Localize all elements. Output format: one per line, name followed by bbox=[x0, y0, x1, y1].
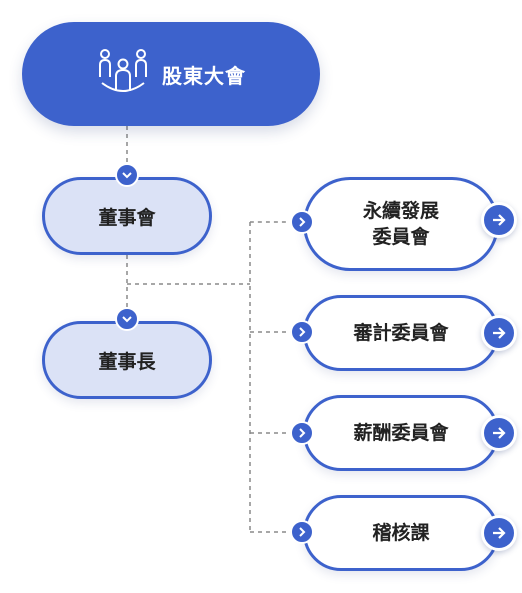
audit-committee-node[interactable]: 審計委員會 bbox=[303, 295, 499, 371]
internal-audit-label: 稽核課 bbox=[372, 522, 430, 544]
board-label: 董事會 bbox=[98, 206, 156, 229]
chevron-right-icon bbox=[290, 421, 314, 445]
audit-committee-label: 審計委員會 bbox=[353, 322, 449, 344]
arrow-right-icon[interactable] bbox=[481, 415, 517, 451]
remuneration-committee-node[interactable]: 薪酬委員會 bbox=[303, 395, 499, 471]
chevron-right-icon bbox=[290, 520, 314, 544]
board-node[interactable]: 董事會 bbox=[42, 177, 212, 255]
arrow-right-icon[interactable] bbox=[481, 315, 517, 351]
sustainability-label-line2: 委員會 bbox=[372, 226, 430, 248]
chairman-node[interactable]: 董事長 bbox=[42, 321, 212, 399]
internal-audit-node[interactable]: 稽核課 bbox=[303, 495, 499, 571]
shareholders-meeting-label: 股東大會 bbox=[162, 63, 246, 88]
people-group-icon bbox=[96, 47, 150, 101]
chevron-down-icon bbox=[115, 163, 139, 187]
arrow-right-icon[interactable] bbox=[481, 515, 517, 551]
chevron-right-icon bbox=[290, 210, 314, 234]
sustainability-label-line1: 永續發展 bbox=[362, 200, 439, 222]
sustainability-committee-node[interactable]: 永續發展 委員會 bbox=[303, 177, 499, 271]
chairman-label: 董事長 bbox=[98, 350, 156, 373]
chevron-down-icon bbox=[115, 307, 139, 331]
remuneration-committee-label: 薪酬委員會 bbox=[353, 422, 449, 444]
arrow-right-icon[interactable] bbox=[481, 202, 517, 238]
shareholders-meeting-node[interactable]: 股東大會 bbox=[22, 22, 320, 126]
chevron-right-icon bbox=[290, 320, 314, 344]
